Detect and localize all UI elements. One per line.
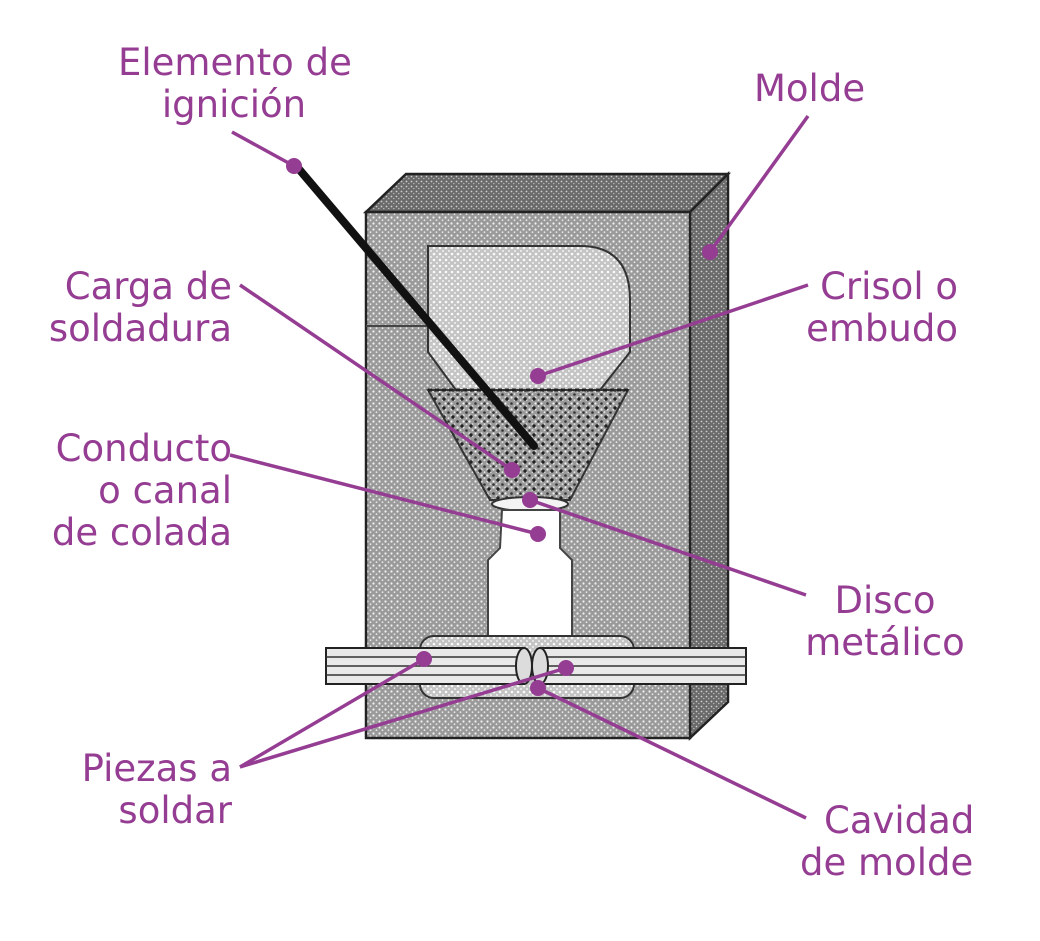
dot-cavity <box>530 680 546 696</box>
label-pouring-channel: Conducto o canal de colada <box>20 428 232 554</box>
label-mold-line1: Molde <box>754 67 866 110</box>
leader-cavity <box>537 686 807 820</box>
label-crucible: Crisol o embudo <box>778 266 958 350</box>
label-ignition-line2: ignición <box>161 83 307 126</box>
dot-crucible <box>530 368 546 384</box>
label-cavity-line1: Cavidad <box>824 800 972 842</box>
dot-charge <box>504 462 520 478</box>
leader-lines <box>229 114 810 820</box>
label-welding-charge: Carga de soldadura <box>20 266 232 350</box>
label-crucible-line1: Crisol o <box>820 265 958 308</box>
mold-top-face <box>362 172 732 214</box>
dot-pieces-right <box>558 660 574 676</box>
leader-channel <box>229 453 539 536</box>
right-cable <box>531 647 747 685</box>
label-charge-line2: soldadura <box>48 307 232 350</box>
dot-ignition <box>286 158 302 174</box>
leader-mold <box>708 114 810 254</box>
label-channel-line2: o canal <box>98 469 232 512</box>
leader-disc <box>529 498 807 597</box>
leader-pieces-right <box>239 666 567 769</box>
crucible-chamber <box>427 245 631 391</box>
dot-channel <box>530 526 546 542</box>
label-disc-line2: metálico <box>805 621 965 664</box>
leader-ignition <box>231 130 295 168</box>
label-pieces-line2: soldar <box>118 789 232 832</box>
label-metal-disc: Disco metálico <box>800 580 970 664</box>
dot-pieces-left <box>416 651 432 667</box>
label-charge-line1: Carga de <box>64 265 232 308</box>
pouring-channel <box>487 509 573 641</box>
label-crucible-line2: embudo <box>806 307 958 350</box>
leader-dots <box>286 158 718 696</box>
label-disc-line1: Disco <box>834 579 936 622</box>
dot-mold <box>702 244 718 260</box>
label-channel-line3: de colada <box>51 511 232 554</box>
label-cavity-line2: de moldeo <box>800 841 972 884</box>
leader-pieces-left <box>239 657 425 769</box>
ignition-rod <box>294 164 538 450</box>
leader-charge <box>239 283 513 472</box>
label-ignition-element: Elemento de ignición <box>118 41 352 126</box>
label-channel-line1: Conducto <box>55 427 232 470</box>
label-molding-cavity: Cavidad de moldeo <box>800 800 972 884</box>
leader-crucible <box>537 283 809 378</box>
label-pieces-line1: Piezas a <box>81 747 232 790</box>
dot-disc <box>522 492 538 508</box>
label-mold: Molde <box>754 68 865 110</box>
label-ignition-line1: Elemento de <box>118 41 352 84</box>
label-pieces-to-weld: Piezas a soldar <box>40 748 232 832</box>
